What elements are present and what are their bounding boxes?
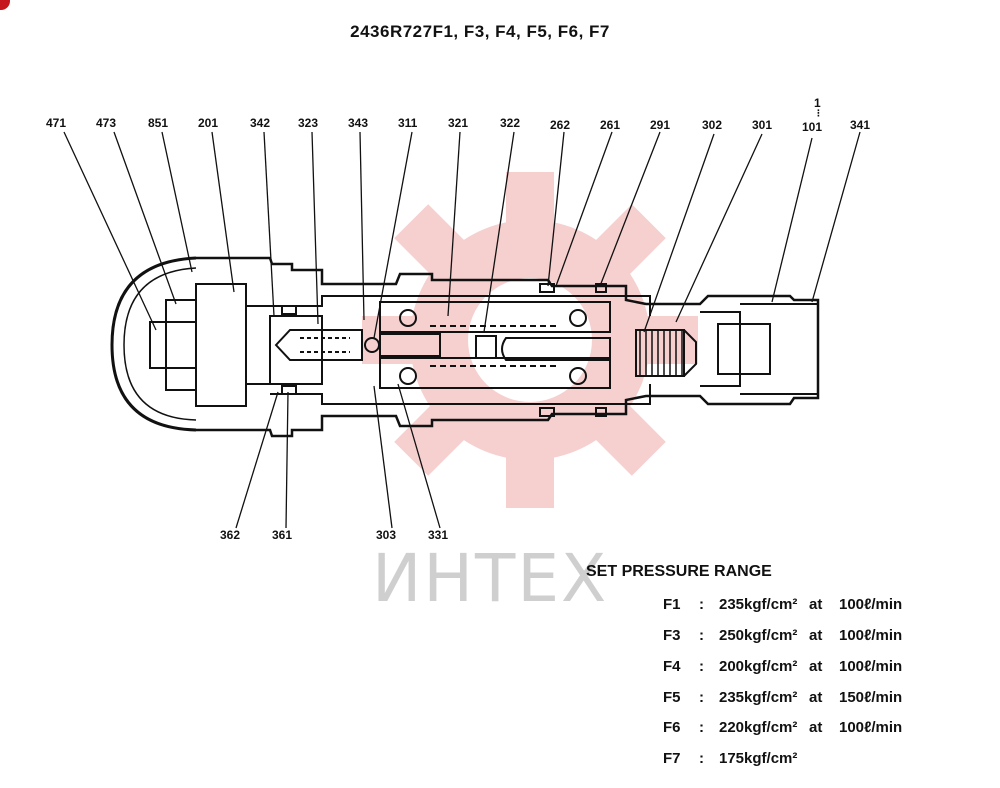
corner-logo-mark — [0, 0, 10, 10]
variant-code: F7 — [663, 750, 681, 767]
seal-361 — [281, 385, 297, 395]
set-pressure-heading: SET PRESSURE RANGE — [586, 563, 772, 580]
pressure-value: 235kgf/cm² — [719, 689, 798, 706]
variant-code: F1 — [663, 596, 681, 613]
part-label: 302 — [702, 118, 723, 132]
piston-321 — [379, 301, 611, 333]
part-label: 261 — [600, 118, 621, 132]
part-label: 291 — [650, 118, 671, 132]
flow-value: 150ℓ/min — [839, 689, 903, 706]
part-label: 321 — [448, 116, 469, 130]
pressure-value: 175kgf/cm² — [719, 750, 798, 767]
part-label: 101 — [802, 120, 823, 134]
watermark-text: ИНТЕХ — [372, 540, 609, 617]
variant-code: F5 — [663, 689, 681, 706]
cap-dome — [110, 256, 197, 432]
separator: : — [699, 689, 704, 706]
seal-262 — [539, 283, 555, 293]
part-label: 343 — [348, 116, 369, 130]
plug-201 — [195, 283, 247, 407]
at-word: at — [809, 689, 823, 706]
part-label: 311 — [398, 116, 418, 130]
flow-value: 100ℓ/min — [839, 627, 903, 644]
part-label: 851 — [148, 116, 169, 130]
part-label: 323 — [298, 116, 319, 130]
part-label: 471 — [46, 116, 67, 130]
flow-value: 100ℓ/min — [839, 658, 903, 675]
part-label: 362 — [220, 528, 241, 542]
variant-code: F4 — [663, 658, 681, 675]
at-word: at — [809, 658, 823, 675]
separator: : — [699, 627, 704, 644]
part-label: 1 — [814, 96, 821, 110]
seat-342 — [269, 315, 323, 385]
variant-code: F3 — [663, 627, 681, 644]
part-label: 322 — [500, 116, 521, 130]
separator: : — [699, 719, 704, 736]
spring-301 — [635, 329, 685, 377]
part-label: 473 — [96, 116, 117, 130]
pressure-value: 235kgf/cm² — [719, 596, 798, 613]
variant-code: F6 — [663, 719, 681, 736]
part-label: 342 — [250, 116, 271, 130]
part-label: 201 — [198, 116, 219, 130]
separator: : — [699, 596, 704, 613]
flow-value: 100ℓ/min — [839, 719, 903, 736]
separator: : — [699, 658, 704, 675]
part-label: 341 — [850, 118, 871, 132]
part-label: 262 — [550, 118, 571, 132]
separator: : — [699, 750, 704, 767]
adjusting-screw — [149, 321, 167, 369]
at-word: at — [809, 719, 823, 736]
drawing-title: 2436R727F1, F3, F4, F5, F6, F7 — [350, 22, 610, 41]
pressure-value: 200kgf/cm² — [719, 658, 798, 675]
flow-value: 100ℓ/min — [839, 596, 903, 613]
part-label: 331 — [428, 528, 449, 542]
part-label: 361 — [272, 528, 293, 542]
at-word: at — [809, 596, 823, 613]
at-word: at — [809, 627, 823, 644]
part-label-dot: ⋮ — [814, 108, 823, 118]
part-label: 301 — [752, 118, 773, 132]
sleeve-101 — [700, 311, 741, 387]
part-label: 303 — [376, 528, 397, 542]
poppet — [274, 329, 363, 361]
pressure-value: 220kgf/cm² — [719, 719, 798, 736]
pressure-value: 250kgf/cm² — [719, 627, 798, 644]
